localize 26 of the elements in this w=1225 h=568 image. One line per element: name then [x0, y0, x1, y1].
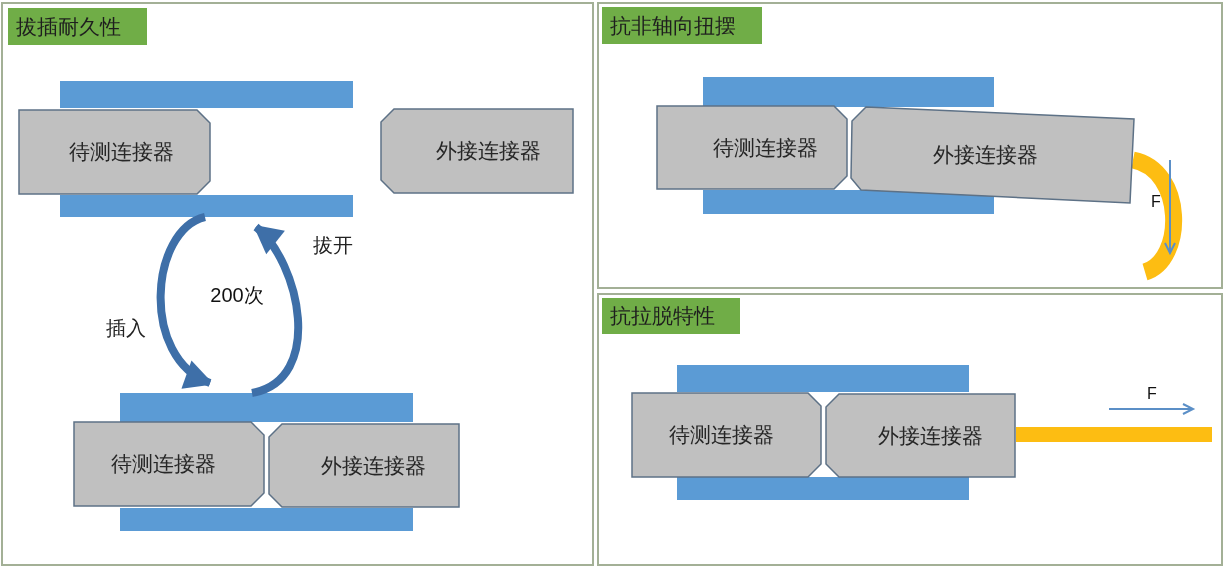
panel: [597, 2, 1223, 289]
section-heading: 抗拉脱特性: [602, 298, 740, 334]
connector-block: 待测连接器: [18, 109, 211, 195]
section-heading: 拔插耐久性: [8, 8, 147, 45]
sleeve-bar: [703, 190, 994, 214]
connector-block: 待测连接器: [73, 421, 265, 507]
panel: [1, 2, 594, 566]
cable: [1016, 427, 1212, 442]
sleeve-bar: [60, 81, 353, 108]
sleeve-bar: [677, 365, 969, 392]
force-label: F: [1151, 193, 1161, 211]
panel: [597, 293, 1223, 566]
sleeve-bar: [120, 508, 413, 531]
connector-block: 外接连接器: [825, 393, 1016, 478]
connector-block: 待测连接器: [656, 105, 848, 190]
sleeve-bar: [677, 477, 969, 500]
force-label: F: [1147, 385, 1157, 403]
sleeve-bar: [120, 393, 413, 422]
connector-block: 外接连接器: [850, 105, 1136, 205]
connector-block: 外接连接器: [380, 108, 574, 194]
sleeve-bar: [60, 195, 353, 217]
count-label: 200次: [210, 282, 264, 308]
section-heading: 抗非轴向扭摆: [602, 7, 762, 44]
connector-block: 待测连接器: [631, 392, 822, 478]
sleeve-bar: [703, 77, 994, 107]
connector-block: 外接连接器: [268, 423, 460, 508]
